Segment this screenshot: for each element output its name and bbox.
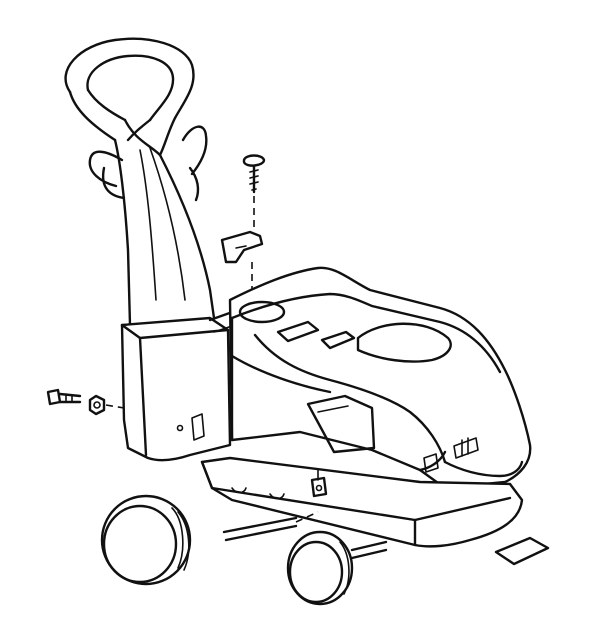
bolt-guide-line (105, 404, 125, 409)
bolt-side (46, 388, 82, 406)
screw-top (242, 154, 266, 194)
label-plate (494, 536, 550, 566)
tank-housing (228, 266, 532, 490)
rear-wheel-right (286, 530, 354, 606)
handle-assembly (64, 37, 232, 462)
base-frame (200, 456, 524, 548)
wheel-axle (222, 511, 388, 560)
rear-wheel-left (100, 494, 192, 586)
clip-bracket (220, 230, 264, 264)
nut-side (88, 394, 106, 416)
